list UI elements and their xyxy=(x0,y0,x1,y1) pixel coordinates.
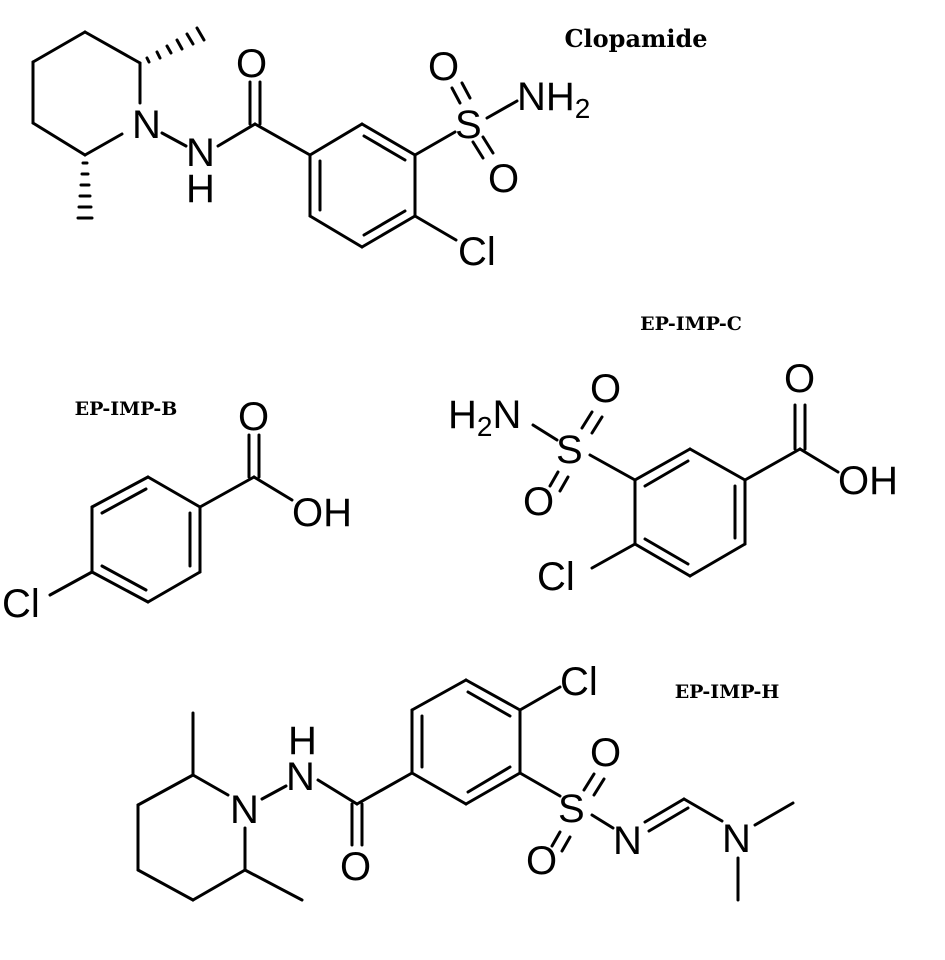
ep-imp-h-carbonyl-oxygen: O xyxy=(340,845,371,889)
ep-imp-c-sulfonyl-oxygen-top: O xyxy=(590,367,621,411)
ep-imp-h-benzene-ring xyxy=(410,678,522,806)
ep-imp-h-sulfur: S xyxy=(558,787,585,831)
ep-imp-b-title: EP-IMP-B xyxy=(75,398,178,420)
ep-imp-c-amine: H2N xyxy=(448,393,521,442)
ep-imp-c-benzene-ring xyxy=(633,447,747,578)
ep-imp-h-ring-nitrogen: N xyxy=(230,788,259,832)
clopamide-piperidine-ring xyxy=(31,30,142,157)
ep-imp-c-hydroxyl: OH xyxy=(838,459,898,503)
clopamide-amine: NH2 xyxy=(517,75,590,124)
clopamide-chlorine: Cl xyxy=(458,230,496,274)
clopamide-sulfonyl-oxygen-top: O xyxy=(428,45,459,89)
ep-imp-c-structure: EP-IMP-C H2N S O O O OH Cl xyxy=(448,313,898,599)
ep-imp-c-sulfur: S xyxy=(556,428,583,472)
ep-imp-b-carbonyl-oxygen: O xyxy=(238,395,269,439)
clopamide-hashed-methyl-top xyxy=(145,26,206,64)
clopamide-sulfur: S xyxy=(455,103,482,147)
clopamide-title: Clopamide xyxy=(564,24,707,53)
clopamide-nh-hydrogen: H xyxy=(186,167,215,211)
ep-imp-h-imine-nitrogen: N xyxy=(613,819,642,863)
ep-imp-h-structure: EP-IMP-H N N H O xyxy=(136,660,795,902)
clopamide-sulfonyl-oxygen-bottom: O xyxy=(488,157,519,201)
clopamide-structure: Clopamide N N xyxy=(31,24,708,274)
clopamide-hashed-methyl-bottom xyxy=(76,161,94,220)
ep-imp-c-title: EP-IMP-C xyxy=(640,313,742,335)
ep-imp-h-title: EP-IMP-H xyxy=(675,681,780,703)
clopamide-ring-nitrogen: N xyxy=(132,103,161,147)
ep-imp-c-chlorine: Cl xyxy=(537,555,575,599)
clopamide-carbonyl-oxygen: O xyxy=(236,42,267,86)
ep-imp-b-hydroxyl: OH xyxy=(292,491,352,535)
ep-imp-b-benzene-ring xyxy=(90,475,202,604)
clopamide-benzene-ring xyxy=(308,122,417,249)
ep-imp-b-chlorine: Cl xyxy=(2,582,40,626)
ep-imp-h-piperidine-ring xyxy=(136,711,304,902)
ep-imp-h-chlorine: Cl xyxy=(560,660,598,704)
ep-imp-h-dimethyl-nitrogen: N xyxy=(722,817,751,861)
ep-imp-c-sulfonyl-oxygen-bottom: O xyxy=(523,480,554,524)
ep-imp-c-carbonyl-oxygen: O xyxy=(784,357,815,401)
ep-imp-h-sulfonyl-oxygen-top: O xyxy=(590,731,621,775)
clopamide-nh-nitrogen: N xyxy=(186,131,215,175)
ep-imp-b-structure: EP-IMP-B O OH Cl xyxy=(2,395,352,626)
ep-imp-h-nh-nitrogen: N xyxy=(286,755,315,799)
ep-imp-h-nh-hydrogen: H xyxy=(288,719,317,763)
